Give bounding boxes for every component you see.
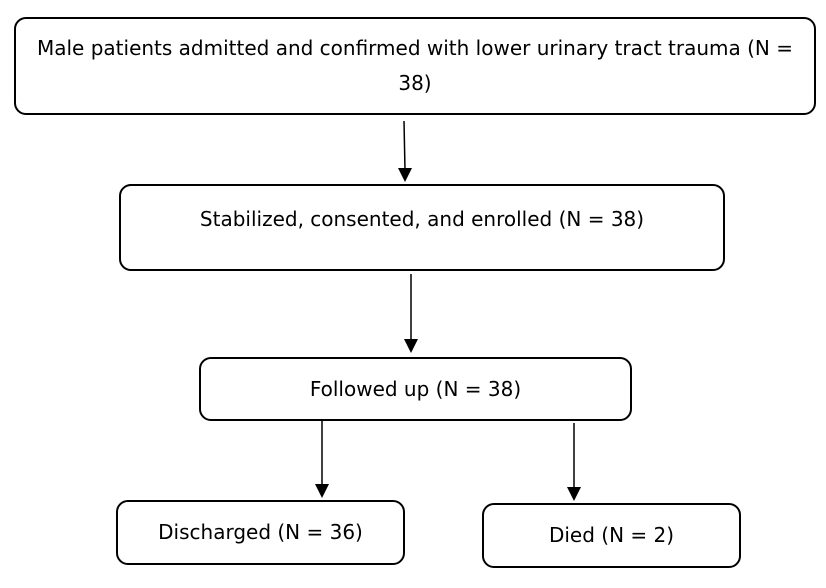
node-admitted-label: Male patients admitted and confirmed wit… — [36, 36, 794, 95]
arrow-followed-up-to-died — [567, 423, 581, 501]
node-admitted: Male patients admitted and confirmed wit… — [14, 17, 816, 115]
node-died-label: Died (N = 2) — [548, 523, 675, 547]
arrow-admitted-to-enrolled — [398, 120, 412, 182]
node-discharged: Discharged (N = 36) — [116, 500, 405, 565]
node-died: Died (N = 2) — [482, 503, 741, 568]
node-followed-up-label: Followed up (N = 38) — [309, 376, 522, 401]
arrow-followed-up-to-discharged — [315, 421, 329, 498]
node-discharged-label: Discharged (N = 36) — [158, 520, 363, 544]
node-enrolled: Stabilized, consented, and enrolled (N =… — [119, 184, 725, 271]
arrow-enrolled-to-followed-up — [404, 274, 418, 353]
node-followed-up: Followed up (N = 38) — [199, 357, 632, 421]
node-enrolled-label: Stabilized, consented, and enrolled (N =… — [199, 207, 645, 231]
